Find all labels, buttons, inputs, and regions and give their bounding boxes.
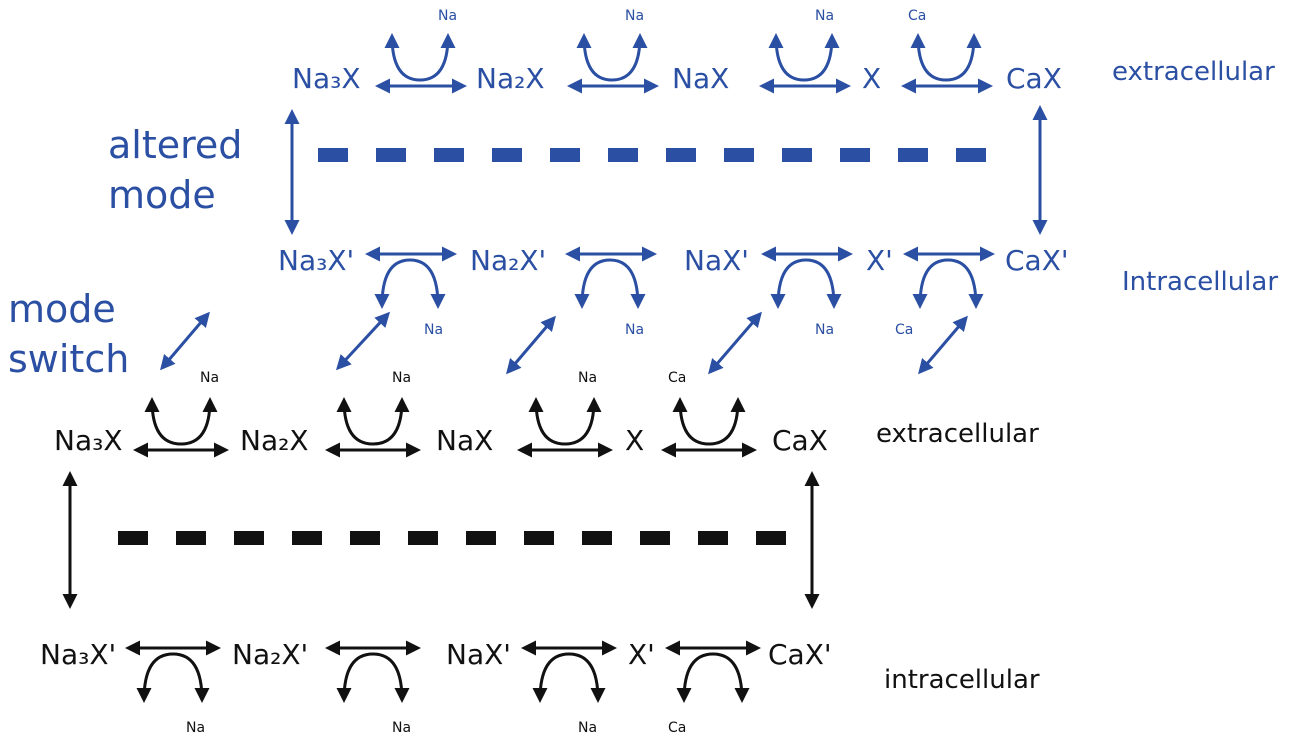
blue-ext-exchange-2 bbox=[567, 33, 659, 94]
blue-int-ion-4: Ca bbox=[895, 322, 913, 338]
blue-scheme: Na₃X Na₂X NaX X CaX Na Na Na Ca extracel… bbox=[8, 8, 1278, 381]
mode-switch-arrow-5 bbox=[918, 315, 968, 375]
black-ext-species-nax: NaX bbox=[436, 424, 493, 457]
blue-int-exchange-3 bbox=[761, 246, 853, 309]
blue-ext-species-x: X bbox=[862, 62, 881, 95]
black-ext-ion-1: Na bbox=[200, 370, 219, 386]
black-ext-exchange-3 bbox=[517, 397, 613, 458]
black-int-ion-4: Ca bbox=[668, 720, 686, 736]
black-int-species-cax: CaX' bbox=[768, 638, 832, 671]
black-ext-exchange-1 bbox=[133, 397, 229, 458]
black-ext-species-na3x: Na₃X bbox=[54, 424, 123, 457]
black-ext-exchange-symbols bbox=[133, 397, 757, 458]
blue-int-species-x: X' bbox=[866, 244, 893, 277]
blue-ext-species-na2x: Na₂X bbox=[476, 62, 545, 95]
black-int-species-nax: NaX' bbox=[446, 638, 511, 671]
mode-switch-label-line1: mode bbox=[8, 287, 116, 331]
mode-switch-diagonal-arrows bbox=[160, 311, 968, 375]
mode-switch-arrow-1 bbox=[160, 311, 210, 371]
black-ext-ion-2: Na bbox=[392, 370, 411, 386]
black-int-exchange-2 bbox=[325, 640, 421, 703]
blue-ext-ion-1: Na bbox=[438, 8, 457, 24]
blue-int-exchange-symbols bbox=[365, 246, 995, 309]
black-ext-ion-4: Ca bbox=[668, 370, 686, 386]
blue-int-species-cax: CaX' bbox=[1005, 244, 1069, 277]
black-ext-species-x: X bbox=[625, 424, 644, 457]
black-int-exchange-1 bbox=[125, 640, 221, 703]
blue-ext-species-na3x: Na₃X bbox=[292, 62, 361, 95]
black-ext-ion-3: Na bbox=[578, 370, 597, 386]
blue-int-exchange-2 bbox=[565, 246, 657, 309]
black-ext-exchange-4 bbox=[661, 397, 757, 458]
black-int-exchange-3 bbox=[521, 640, 617, 703]
mode-switch-arrow-2 bbox=[335, 311, 391, 371]
black-extracellular-label: extracellular bbox=[876, 419, 1039, 449]
blue-int-species-na3x: Na₃X' bbox=[278, 244, 354, 277]
black-scheme: Na₃X Na₂X NaX X CaX Na Na Na Ca extracel… bbox=[40, 370, 1040, 736]
black-int-exchange-4 bbox=[665, 640, 761, 703]
blue-ext-exchange-1 bbox=[375, 33, 467, 94]
blue-ext-species-nax: NaX bbox=[672, 62, 729, 95]
mode-switch-arrow-4 bbox=[708, 311, 762, 375]
blue-int-ion-1: Na bbox=[424, 322, 443, 338]
mode-switch-arrow-3 bbox=[506, 315, 556, 375]
blue-ext-exchange-symbols bbox=[375, 33, 993, 94]
black-ext-exchange-2 bbox=[325, 397, 421, 458]
black-int-species-x: X' bbox=[628, 638, 655, 671]
black-int-ion-1: Na bbox=[186, 720, 205, 736]
blue-ext-exchange-3 bbox=[759, 33, 851, 94]
black-ext-species-na2x: Na₂X bbox=[240, 424, 309, 457]
blue-int-ion-2: Na bbox=[625, 322, 644, 338]
mode-switch-label-line2: switch bbox=[8, 337, 129, 381]
altered-mode-label-line2: mode bbox=[108, 173, 216, 217]
blue-intracellular-label: Intracellular bbox=[1122, 267, 1278, 297]
blue-ext-ion-3: Na bbox=[815, 8, 834, 24]
blue-int-exchange-1 bbox=[365, 246, 457, 309]
black-int-exchange-symbols bbox=[125, 640, 761, 703]
blue-ext-species-cax: CaX bbox=[1006, 62, 1062, 95]
blue-ext-ion-4: Ca bbox=[908, 8, 926, 24]
black-int-ion-3: Na bbox=[578, 720, 597, 736]
altered-mode-label-line1: altered bbox=[108, 123, 242, 167]
blue-ext-ion-2: Na bbox=[625, 8, 644, 24]
blue-extracellular-label: extracellular bbox=[1112, 57, 1275, 87]
black-int-species-na2x: Na₂X' bbox=[232, 638, 308, 671]
blue-ext-exchange-4 bbox=[901, 33, 993, 94]
blue-int-species-na2x: Na₂X' bbox=[470, 244, 546, 277]
black-ext-species-cax: CaX bbox=[772, 424, 828, 457]
black-intracellular-label: intracellular bbox=[884, 665, 1040, 695]
black-int-ion-2: Na bbox=[392, 720, 411, 736]
black-int-species-na3x: Na₃X' bbox=[40, 638, 116, 671]
blue-int-ion-3: Na bbox=[815, 322, 834, 338]
blue-int-exchange-4 bbox=[903, 246, 995, 309]
blue-int-species-nax: NaX' bbox=[684, 244, 749, 277]
